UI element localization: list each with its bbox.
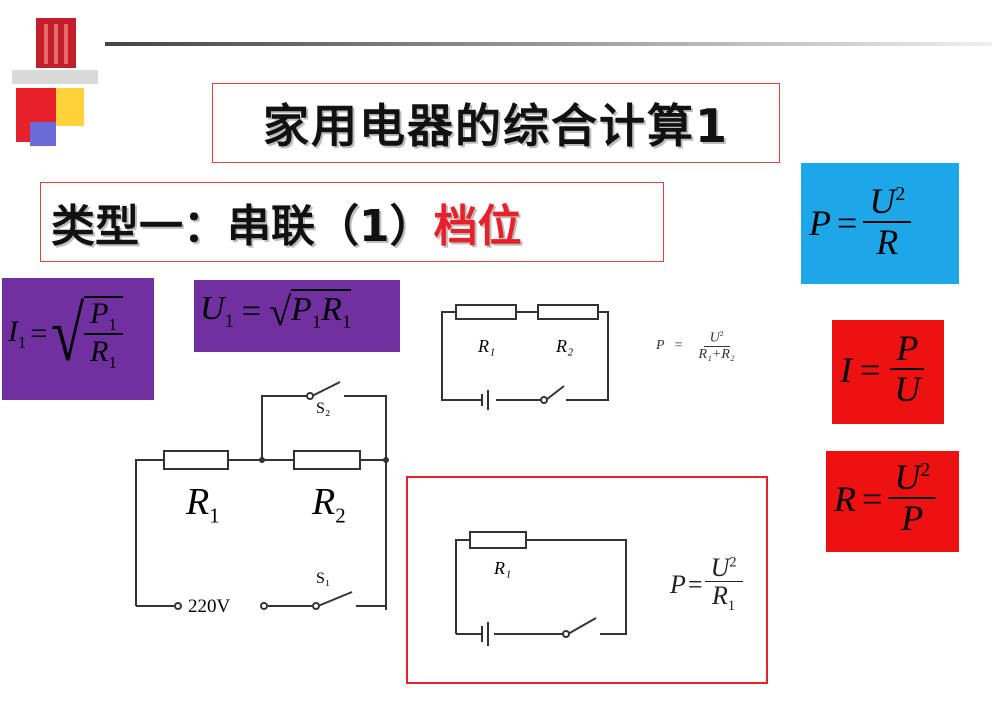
formula-den: R (876, 221, 899, 262)
type-heading-highlight: 档位 (433, 201, 522, 252)
formula-num: U (869, 181, 896, 221)
logo-graphic (12, 18, 98, 146)
formula-lhs: P (809, 202, 831, 243)
i-lhs: I (840, 349, 852, 390)
voltage-lhs: U (200, 290, 225, 328)
supply-label: 220V (188, 596, 231, 617)
single-den: R (712, 581, 728, 611)
main-r1-letter: R (186, 481, 210, 523)
highlight-box-single: R₁ P = U2 R1 (406, 476, 768, 684)
circuit-series-diagram (441, 304, 609, 410)
formula-i-box: I = P U (832, 320, 944, 424)
formula-power-box: P = U2 R (801, 163, 959, 284)
single-lhs: P (670, 569, 686, 599)
single-formula: P = U2 R1 (670, 554, 743, 615)
sqrt-sign-icon: √ (269, 289, 292, 334)
i-den: U (894, 368, 921, 409)
single-eq: = (687, 569, 703, 599)
i-eq: = (860, 349, 881, 390)
r-lhs: R (834, 478, 856, 519)
current-num: P (90, 297, 109, 330)
type-heading: 类型一：串联（1）档位 (40, 182, 664, 262)
series-r2-label: R₂ (556, 336, 574, 356)
series-eq: = (674, 338, 683, 354)
voltage-rad-b: R (321, 291, 342, 329)
single-exp: 2 (729, 554, 737, 571)
logo (8, 10, 98, 150)
main-r2-letter: R (312, 481, 336, 523)
main-r1-label: R1 (186, 480, 220, 529)
circuit-single-diagram (455, 531, 627, 646)
series-exp: 2 (719, 329, 724, 338)
series-lhs: P (656, 338, 665, 354)
voltage-rad-a: P (291, 291, 312, 329)
main-r1-sub: 1 (209, 503, 220, 528)
current-num-sub: 1 (108, 315, 117, 334)
circuit-series: R₁ R₂ (436, 294, 616, 414)
formula-voltage-box: U1 = √ P1R1 (194, 280, 400, 352)
formula-exp: 2 (895, 183, 906, 205)
formula-r-box: R = U2 P (826, 451, 959, 552)
voltage-eq: = (241, 292, 262, 330)
page-title: 家用电器的综合计算1 (212, 83, 780, 163)
series-den: R₁+R₂ (698, 347, 735, 363)
series-num: U (709, 330, 720, 346)
current-eq: = (30, 317, 48, 351)
formula-current-box: I1 = √ P1 R1 (2, 278, 154, 400)
r-num: U (894, 457, 921, 497)
single-r1-label: R₁ (494, 558, 512, 578)
r-eq: = (862, 478, 883, 519)
main-r2-sub: 2 (335, 503, 346, 528)
i-num: P (890, 329, 925, 370)
voltage-rad-b-sub: 1 (341, 311, 352, 333)
current-den: R (90, 335, 109, 369)
series-r1-label: R₁ (478, 336, 496, 356)
current-lhs-sub: 1 (18, 333, 27, 353)
circuit-main: S₂ S₁ R1 R2 220V (128, 370, 398, 625)
r-den: P (901, 497, 924, 538)
switch-s1-label: S₁ (316, 570, 331, 587)
circuit-main-diagram (135, 381, 389, 610)
switch-s2-label: S₂ (316, 400, 331, 417)
r-exp: 2 (920, 459, 931, 481)
series-formula: P = U2 R₁+R₂ (656, 329, 741, 363)
voltage-rad-a-sub: 1 (311, 311, 322, 333)
current-lhs: I (8, 315, 18, 349)
single-num: U (710, 553, 730, 582)
current-den-sub: 1 (108, 353, 117, 373)
sqrt-sign-icon: √ (51, 291, 85, 378)
header-rule (105, 42, 992, 46)
single-den-sub: 1 (727, 598, 736, 615)
formula-eq: = (837, 202, 858, 243)
main-r2-label: R2 (312, 480, 346, 529)
type-heading-prefix: 类型一：串联（1） (51, 201, 434, 252)
voltage-lhs-sub: 1 (224, 310, 234, 332)
